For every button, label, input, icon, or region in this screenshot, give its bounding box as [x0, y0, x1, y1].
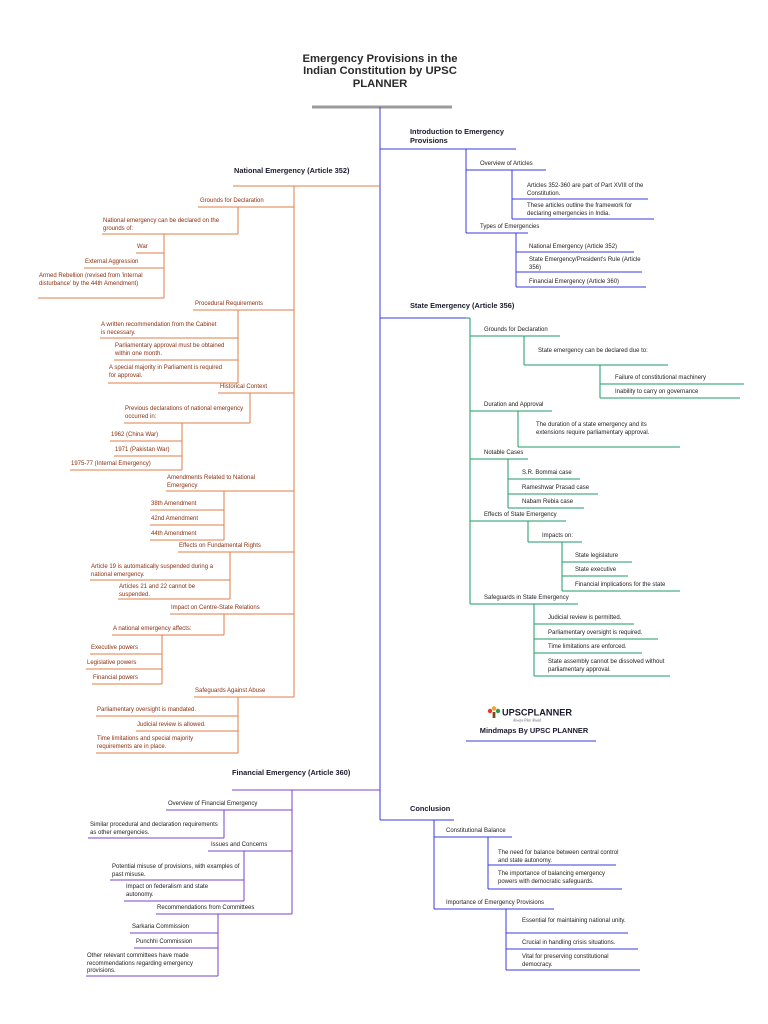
- conclusion-node: Conclusion: [410, 804, 451, 813]
- financial-overview-item: Similar procedural and declaration requi…: [90, 822, 218, 836]
- national-safeguards-node: Safeguards Against Abuse: [195, 688, 266, 694]
- national-centre-state-item: Legislative powers: [87, 660, 137, 666]
- conclusion-importance-item: Crucial in handling crisis situations.: [522, 940, 616, 946]
- intro-types-item: National Emergency (Article 352): [529, 244, 618, 250]
- state-duration-item: The duration of a state emergency and it…: [536, 422, 650, 436]
- intro-overview-node: Overview of Articles: [480, 161, 533, 167]
- conclusion-importance-node: Importance of Emergency Provisions: [446, 900, 545, 906]
- state-safeguards-item: Time limitations are enforced.: [548, 644, 627, 650]
- state-grounds-item: Failure of constitutional machinery: [615, 375, 707, 381]
- state-impact-item: State legislature: [575, 553, 619, 559]
- national-history-intro: Previous declarations of national emerge…: [125, 406, 244, 420]
- national-centre-state-item: Executive powers: [91, 645, 139, 651]
- national-rights-item: Article 19 is automatically suspended du…: [91, 564, 214, 578]
- state-effects-node: Effects of State Emergency: [484, 512, 557, 518]
- national-rights-item: Articles 21 and 22 cannot be suspended.: [119, 584, 196, 598]
- state-impact-item: State executive: [575, 567, 617, 573]
- conclusion-importance-item: Essential for maintaining national unity…: [522, 918, 626, 924]
- financial-recommendations-node: Recommendations from Committees: [157, 905, 255, 911]
- intro-types-node: Types of Emergencies: [480, 224, 540, 230]
- state-grounds-intro: State emergency can be declared due to:: [538, 348, 648, 354]
- financial-issues-node: Issues and Concerns: [211, 842, 268, 848]
- state-impact-item: Financial implications for the state: [575, 582, 666, 588]
- national-node: National Emergency (Article 352): [234, 166, 350, 175]
- national-safeguards-item: Time limitations and special majority re…: [97, 736, 194, 750]
- logo-tagline: Always Plan Ahead: [512, 719, 541, 723]
- state-duration-node: Duration and Approval: [484, 402, 544, 408]
- conclusion-balance-item: The importance of balancing emergency po…: [498, 871, 606, 885]
- brand-caption: Mindmaps By UPSC PLANNER: [479, 726, 589, 735]
- intro-types-item: State Emergency/President's Rule (Articl…: [529, 257, 641, 271]
- national-safeguards-item: Judicial review is allowed.: [137, 722, 206, 728]
- national-amendment-item: 44th Amendment: [151, 531, 197, 537]
- mindmap-title: Emergency Provisions in the Indian Const…: [302, 53, 458, 90]
- national-centre-state-intro: A national emergency affects:: [113, 626, 192, 632]
- national-centre-state-node: Impact on Centre-State Relations: [171, 605, 260, 611]
- national-amendment-item: 38th Amendment: [151, 501, 197, 507]
- state-safeguards-item: Parliamentary oversight is required.: [548, 630, 643, 636]
- national-centre-state-item: Financial powers: [93, 675, 139, 681]
- national-amendments-node: Amendments Related to National Emergency: [167, 475, 256, 489]
- national-grounds-item: External Aggression: [85, 259, 139, 265]
- state-safeguards-node: Safeguards in State Emergency: [484, 595, 569, 601]
- national-grounds-item: War: [137, 244, 148, 250]
- state-case-item: S.R. Bommai case: [522, 470, 572, 476]
- national-procedural-item: Parliamentary approval must be obtained …: [115, 343, 225, 357]
- national-history-item: 1971 (Pakistan War): [115, 447, 170, 453]
- national-amendment-item: 42nd Amendment: [151, 516, 199, 522]
- national-history-node: Historical Context: [220, 384, 268, 390]
- conclusion-importance-item: Vital for preserving constitutional demo…: [522, 954, 609, 968]
- national-grounds-node: Grounds for Declaration: [200, 198, 264, 204]
- state-node: State Emergency (Article 356): [410, 301, 515, 310]
- state-case-item: Rameshwar Prasad case: [522, 485, 590, 491]
- national-rights-node: Effects on Fundamental Rights: [179, 543, 261, 549]
- financial-node: Financial Emergency (Article 360): [232, 768, 351, 777]
- intro-overview-item: Articles 352-360 are part of Part XVIII …: [527, 183, 644, 197]
- national-procedural-item: A special majority in Parliament is requ…: [109, 365, 223, 379]
- logo-text: UPSCPLANNER: [502, 708, 573, 718]
- upsc-planner-logo: UPSCPLANNER Always Plan Ahead: [487, 706, 573, 723]
- state-grounds-item: Inability to carry on governance: [615, 389, 699, 395]
- national-grounds-item: Armed Rebellion (revised from 'internal …: [39, 273, 143, 287]
- intro-overview-item: These articles outline the framework for…: [527, 203, 633, 217]
- financial-issues-item: Impact on federalism and state autonomy.: [126, 884, 209, 898]
- financial-issues-item: Potential misuse of provisions, with exa…: [112, 864, 240, 878]
- state-grounds-node: Grounds for Declaration: [484, 327, 548, 333]
- state-safeguards-item: State assembly cannot be dissolved witho…: [548, 659, 665, 673]
- intro-types-item: Financial Emergency (Article 360): [529, 279, 620, 285]
- conclusion-balance-node: Constitutional Balance: [446, 828, 506, 834]
- national-grounds-intro: National emergency can be declared on th…: [103, 218, 220, 232]
- financial-recommendation-item: Punchhi Commission: [136, 939, 193, 945]
- state-impacts-node: Impacts on:: [542, 533, 574, 539]
- financial-recommendation-item: Sarkaria Commission: [132, 924, 190, 930]
- state-cases-node: Notable Cases: [484, 450, 524, 456]
- national-history-item: 1962 (China War): [111, 432, 159, 438]
- financial-recommendation-item: Other relevant committees have made reco…: [87, 953, 194, 975]
- introduction-node: Introduction to Emergency Provisions: [410, 127, 505, 145]
- national-procedural-item: A written recommendation from the Cabine…: [101, 322, 217, 336]
- national-procedural-node: Procedural Requirements: [195, 301, 264, 307]
- conclusion-balance-item: The need for balance between central con…: [498, 850, 619, 864]
- national-safeguards-item: Parliamentary oversight is mandated.: [97, 707, 197, 713]
- financial-overview-node: Overview of Financial Emergency: [168, 801, 258, 807]
- state-case-item: Nabam Rebia case: [522, 499, 574, 505]
- national-history-item: 1975-77 (Internal Emergency): [71, 461, 151, 467]
- state-safeguards-item: Judicial review is permitted.: [548, 615, 622, 621]
